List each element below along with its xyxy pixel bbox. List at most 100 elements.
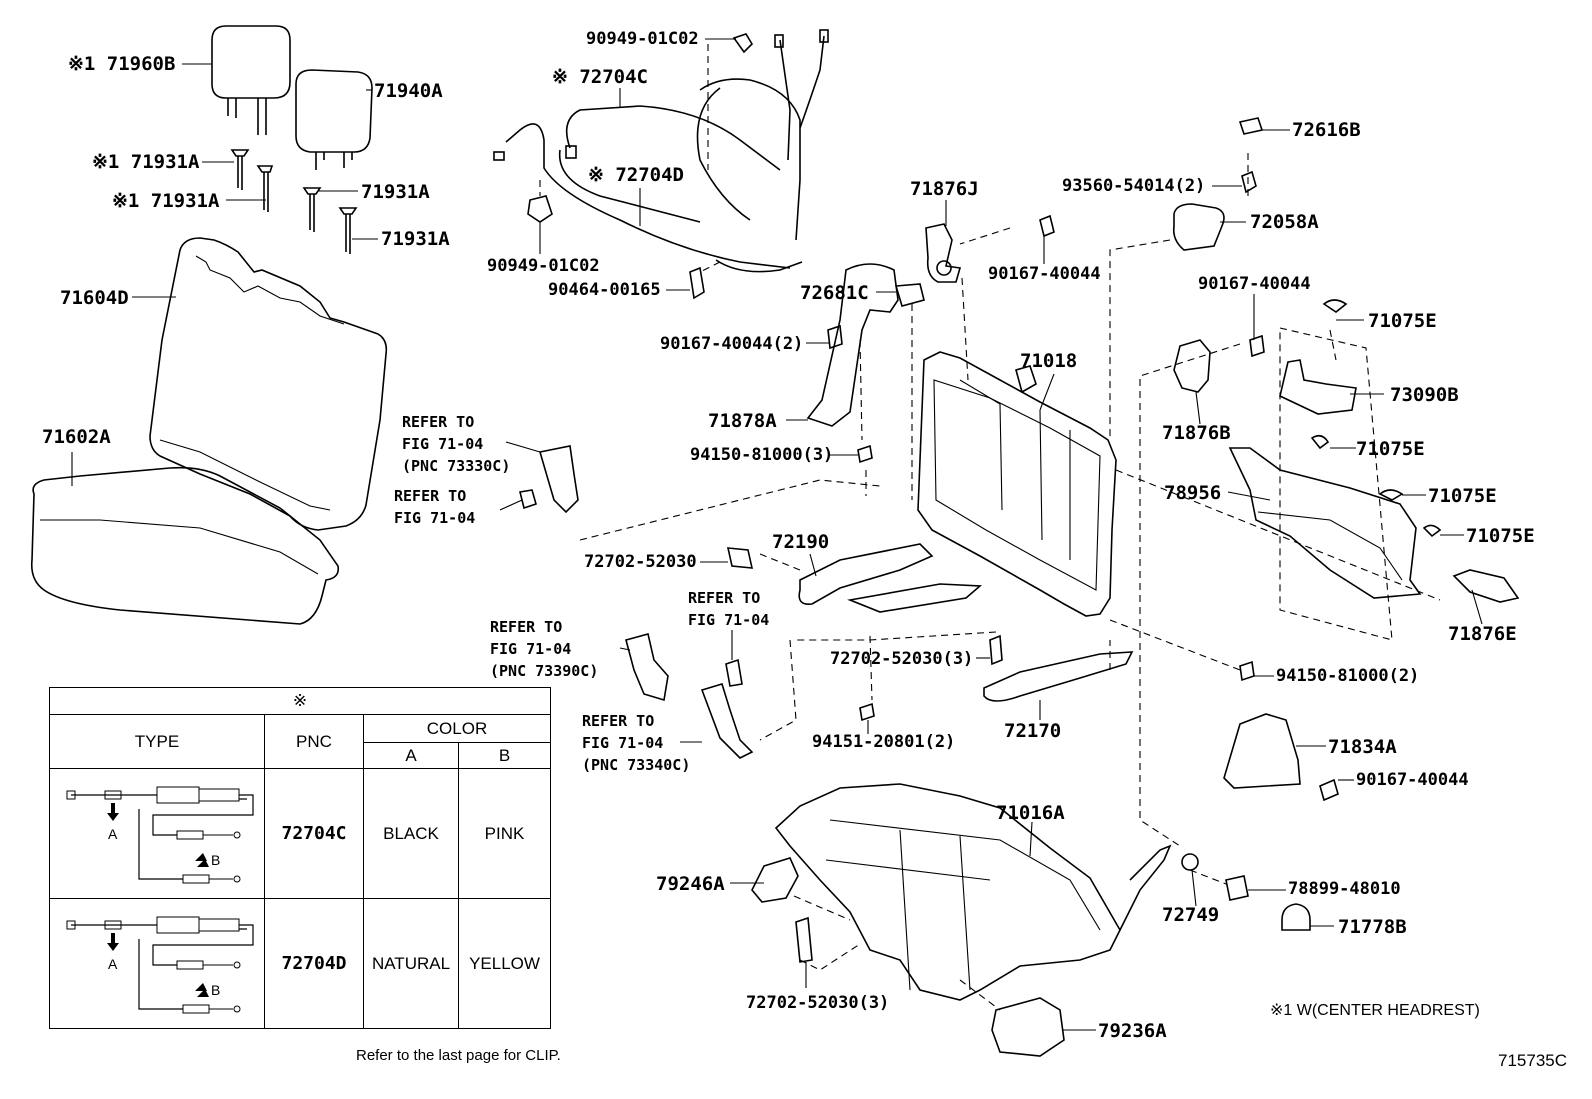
legend-row2-pnc: 72704D bbox=[264, 898, 364, 1029]
ref-line: REFER TO bbox=[582, 712, 655, 730]
cover-71834a bbox=[1223, 713, 1301, 789]
ref-line: REFER TO bbox=[394, 487, 467, 505]
label-72702-c: 72702-52030(3) bbox=[746, 993, 890, 1013]
legend-col-a: A bbox=[363, 742, 459, 769]
label-71834a: 71834A bbox=[1328, 736, 1397, 758]
reference-73390c: REFER TO FIG 71-04 (PNC 73390C) bbox=[490, 616, 598, 682]
seatback-71604d bbox=[149, 237, 388, 531]
assembly-lines bbox=[539, 44, 1441, 1011]
label-93560: 93560-54014(2) bbox=[1062, 176, 1206, 196]
label-71876j: 71876J bbox=[910, 178, 979, 200]
bracket-71876j bbox=[925, 223, 962, 283]
legend-table: ※ TYPE PNC COLOR A B bbox=[49, 687, 551, 1029]
label-71602a: 71602A bbox=[42, 426, 111, 448]
label-90167-c: 90167-40044(2) bbox=[660, 334, 804, 354]
label-72702-a: 72702-52030 bbox=[584, 552, 697, 572]
legend-col-pnc: PNC bbox=[264, 714, 364, 769]
seat-frame-71016a bbox=[774, 783, 1172, 1001]
label-72704c: ※ 72704C bbox=[552, 66, 648, 88]
label-71876e: 71876E bbox=[1448, 623, 1517, 645]
headrest-71940a bbox=[295, 69, 373, 170]
bracket-71876e bbox=[1452, 569, 1520, 603]
cable-type-icon: A B bbox=[66, 916, 254, 1014]
diagram-code: 715735C bbox=[1498, 1051, 1568, 1070]
cap-79246a bbox=[751, 857, 799, 903]
label-71876b: 71876B bbox=[1162, 422, 1231, 444]
label-71778b: 71778B bbox=[1338, 916, 1407, 938]
bracket-73090b bbox=[1279, 359, 1357, 415]
ref-line: FIG 71-04 bbox=[394, 509, 476, 527]
label-72058a: 72058A bbox=[1250, 211, 1319, 233]
legend-row2-color-a: NATURAL bbox=[363, 898, 459, 1029]
label-79236a: 79236A bbox=[1098, 1020, 1167, 1042]
footnote-clip: Refer to the last page for CLIP. bbox=[356, 1047, 561, 1064]
cable-assembly bbox=[493, 29, 829, 300]
ref-line: FIG 71-04 bbox=[582, 734, 664, 752]
label-71931a-2: ※1 71931A bbox=[112, 190, 220, 212]
cover-71878a bbox=[806, 263, 899, 427]
reference-73340c: REFER TO FIG 71-04 (PNC 73340C) bbox=[582, 710, 690, 776]
cap-79236a bbox=[991, 997, 1065, 1057]
label-79246a: 79246A bbox=[656, 873, 725, 895]
belt-buckle-73340c bbox=[700, 683, 754, 759]
label-71931a-3: 71931A bbox=[361, 181, 430, 203]
cover-72058a bbox=[1172, 203, 1225, 251]
bushing-72749 bbox=[1181, 853, 1199, 871]
track-72190 bbox=[798, 543, 983, 613]
arrow-b-label: B bbox=[211, 852, 220, 868]
legend-col-type: TYPE bbox=[49, 714, 265, 769]
label-90167-d: 90167-40044 bbox=[1356, 770, 1469, 790]
label-90167-a: 90167-40044 bbox=[988, 264, 1101, 284]
ref-line: FIG 71-04 bbox=[490, 640, 572, 658]
footnote-center-headrest: ※1 W(CENTER HEADREST) bbox=[1270, 1002, 1480, 1019]
arrow-b-label: B bbox=[211, 982, 220, 998]
belt-buckle-73330c bbox=[519, 445, 579, 514]
label-72616b: 72616B bbox=[1292, 119, 1361, 141]
ref-line: REFER TO bbox=[490, 618, 563, 636]
leader-lines bbox=[71, 38, 1483, 1031]
ref-line: REFER TO bbox=[402, 413, 475, 431]
ref-line: FIG 71-04 bbox=[688, 611, 770, 629]
cushion-71602a bbox=[30, 466, 340, 625]
reference-fig-71-04-b: REFER TO FIG 71-04 bbox=[688, 587, 769, 631]
label-71878a: 71878A bbox=[708, 410, 777, 432]
legend-col-b: B bbox=[458, 742, 551, 769]
label-71016a: 71016A bbox=[996, 802, 1065, 824]
label-94150-b: 94150-81000(2) bbox=[1276, 666, 1420, 686]
label-72681c: 72681C bbox=[800, 282, 869, 304]
headrest-guides bbox=[230, 149, 358, 254]
belt-buckle-73390c bbox=[625, 633, 669, 702]
cover-78956 bbox=[1228, 447, 1422, 599]
seatback-frame-71018 bbox=[917, 351, 1117, 617]
cap-72681c bbox=[894, 283, 925, 307]
ref-line: REFER TO bbox=[688, 589, 761, 607]
ref-line: (PNC 73390C) bbox=[490, 662, 599, 680]
label-71075e-2: 71075E bbox=[1356, 438, 1425, 460]
ref-line: FIG 71-04 bbox=[402, 435, 484, 453]
legend-row1-color-a: BLACK bbox=[363, 768, 459, 899]
label-71075e-3: 71075E bbox=[1428, 485, 1497, 507]
fasteners bbox=[725, 170, 1442, 963]
cap-71778b bbox=[1281, 903, 1311, 931]
label-72749: 72749 bbox=[1162, 904, 1220, 926]
label-78899: 78899-48010 bbox=[1288, 879, 1401, 899]
cable-type-icon: A B bbox=[66, 786, 254, 884]
trim-71876b bbox=[1173, 339, 1211, 393]
track-72170 bbox=[983, 651, 1134, 702]
label-71931a-1: ※1 71931A bbox=[92, 151, 200, 173]
label-71075e-4: 71075E bbox=[1466, 525, 1535, 547]
label-94151: 94151-20801(2) bbox=[812, 732, 956, 752]
label-72702-b: 72702-52030(3) bbox=[830, 649, 974, 669]
arrow-a-label: A bbox=[108, 826, 118, 842]
reference-73330c: REFER TO FIG 71-04 (PNC 73330C) bbox=[402, 411, 510, 477]
label-90464: 90464-00165 bbox=[548, 280, 661, 300]
label-78956: 78956 bbox=[1164, 482, 1222, 504]
clip-72616b bbox=[1238, 117, 1264, 135]
label-72190: 72190 bbox=[772, 531, 830, 553]
legend-type-cell: A B bbox=[49, 768, 265, 899]
arrow-a-label: A bbox=[108, 956, 118, 972]
legend-symbol: ※ bbox=[49, 687, 551, 715]
legend-row2-color-b: YELLOW bbox=[458, 898, 551, 1029]
label-71931a-4: 71931A bbox=[381, 228, 450, 250]
label-90949-bot: 90949-01C02 bbox=[487, 256, 600, 276]
